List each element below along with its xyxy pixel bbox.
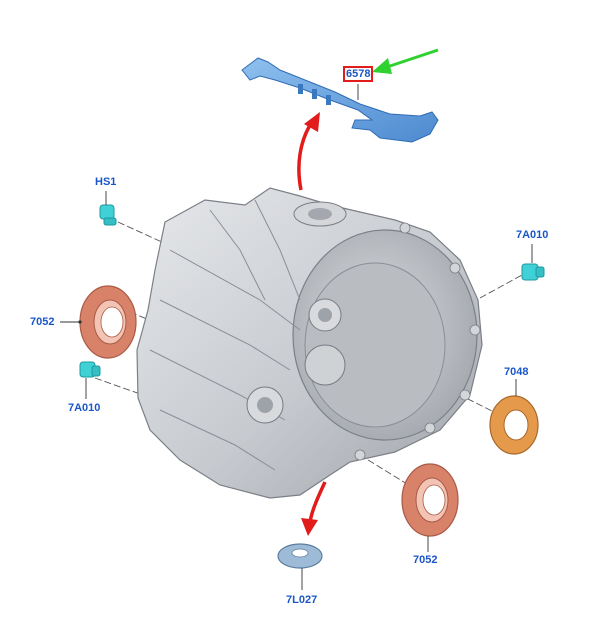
bolt-hs1 [99, 191, 117, 226]
label-washer-bottom: 7L027 [286, 594, 318, 606]
label-plug-right: 7A010 [516, 229, 549, 241]
washer-bottom [277, 543, 323, 590]
selector-rail-part [241, 57, 439, 143]
label-seal-bottom: 7052 [413, 554, 438, 566]
label-washer-right: 7048 [504, 366, 529, 378]
red-arrow-up [297, 112, 320, 191]
red-arrow-down [301, 481, 327, 536]
washer-right [489, 379, 539, 455]
transmission-housing [136, 187, 483, 499]
label-seal-left: 7052 [30, 316, 55, 328]
plug-left [79, 361, 101, 399]
seal-left [60, 285, 137, 359]
seal-bottom [401, 463, 459, 552]
green-arrow [372, 48, 439, 74]
label-bolt-top: HS1 [95, 176, 117, 188]
plug-right [521, 244, 545, 281]
label-plug-left: 7A010 [68, 402, 101, 414]
label-main-rail: 6578 [343, 66, 374, 82]
